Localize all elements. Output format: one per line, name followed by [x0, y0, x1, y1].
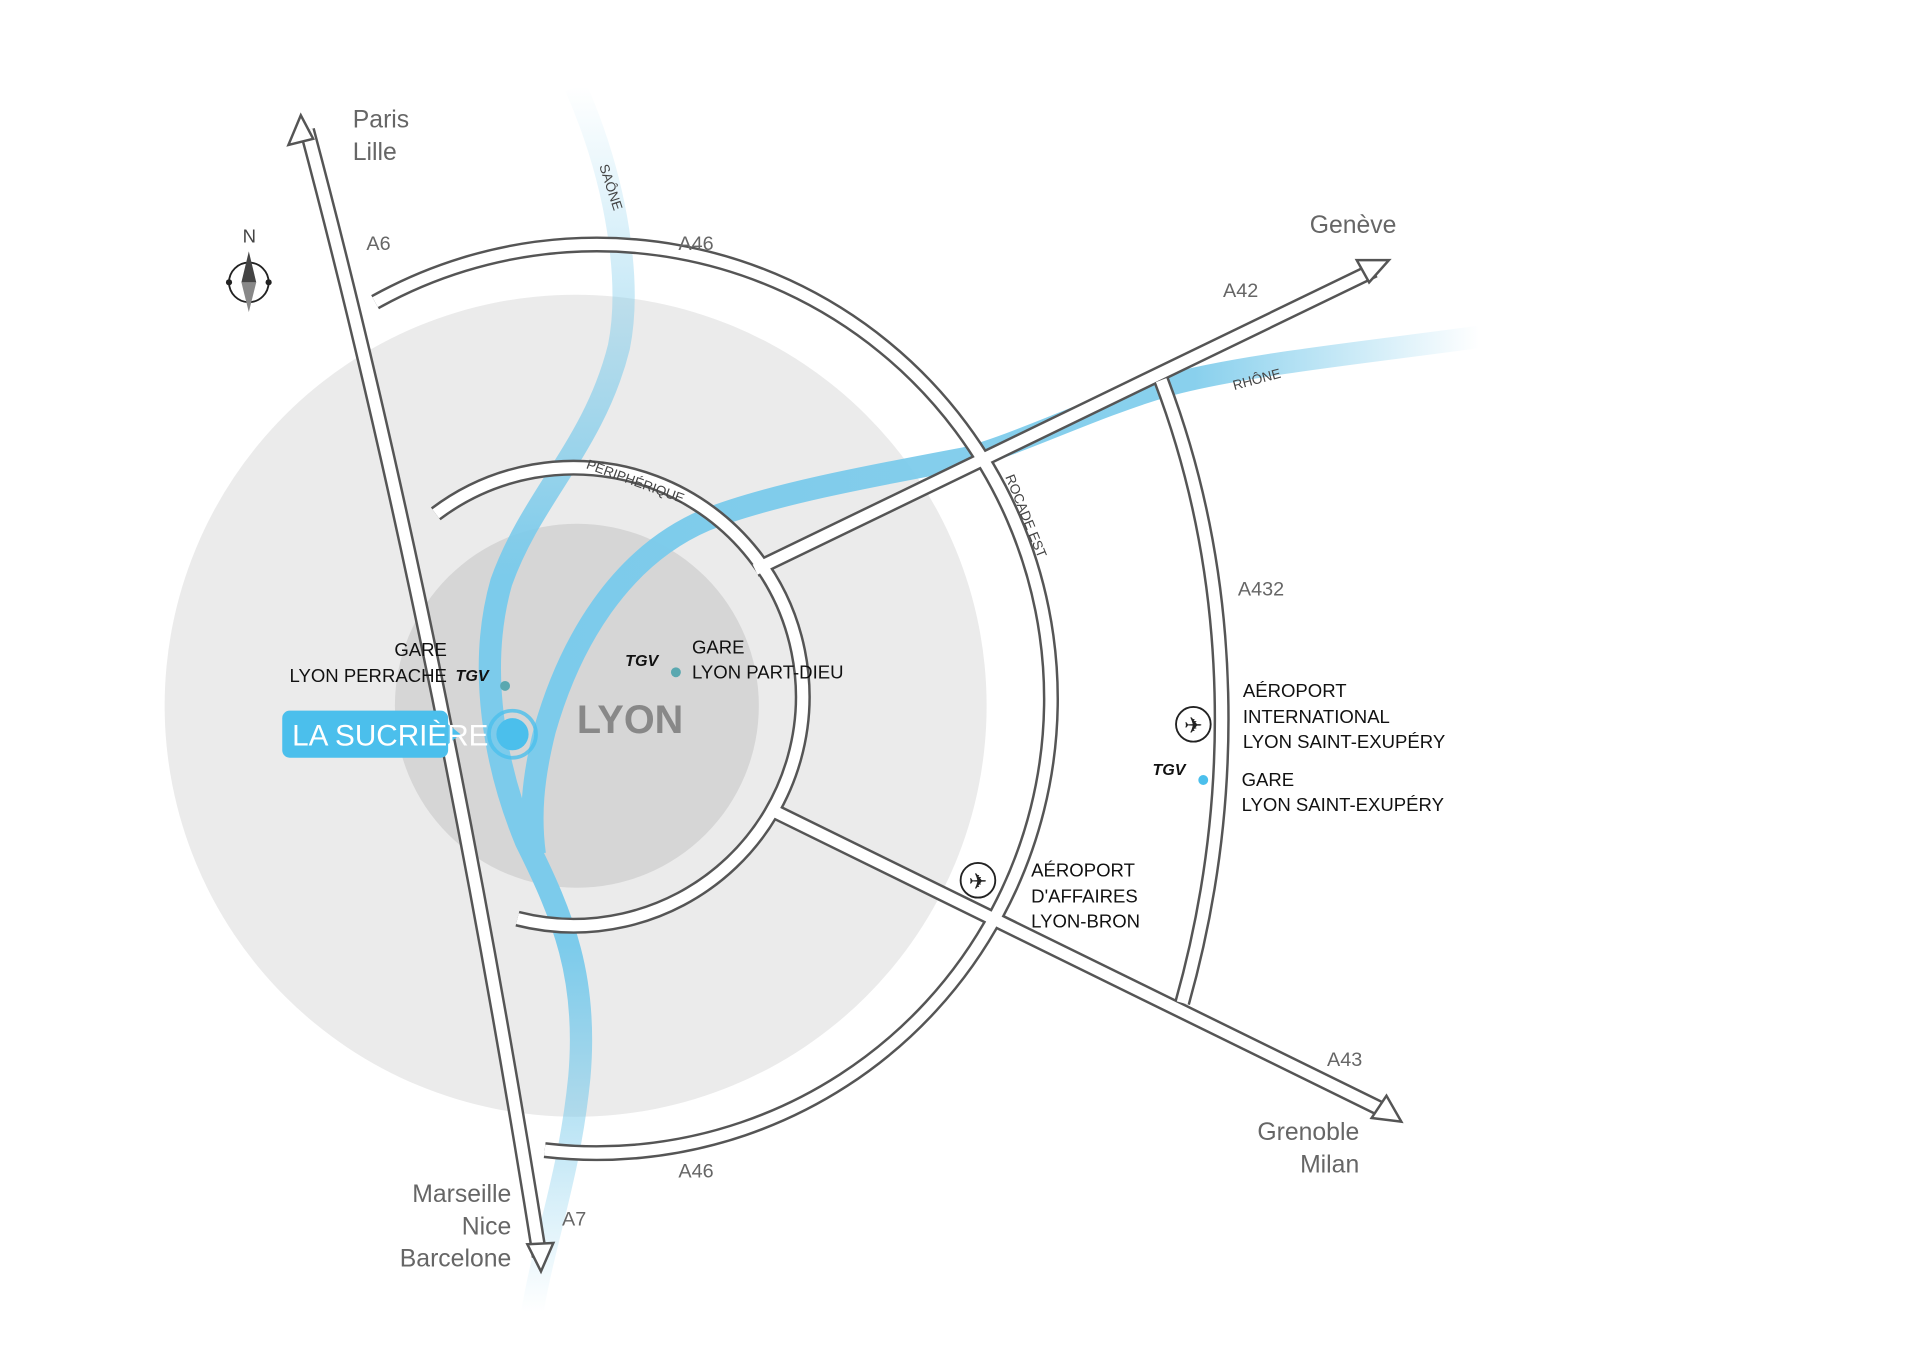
- road-a432: A432: [1238, 579, 1284, 601]
- road-a46-bottom: A46: [678, 1160, 713, 1182]
- la-sucriere-marker[interactable]: LA SUCRIÈRE: [282, 708, 538, 760]
- rhone-river: [521, 325, 1481, 856]
- svg-text:LYON SAINT-EXUPÉRY: LYON SAINT-EXUPÉRY: [1242, 794, 1444, 815]
- city-geneve: Genève: [1310, 212, 1397, 239]
- airport-st-exupery: ✈ AÉROPORT INTERNATIONAL LYON SAINT-EXUP…: [1175, 680, 1445, 752]
- airplane-icon: ✈: [1184, 713, 1203, 739]
- la-sucriere-label: LA SUCRIÈRE: [292, 719, 488, 752]
- city-nice: Nice: [462, 1213, 512, 1240]
- arrow-north: [286, 112, 316, 147]
- arrow-geneva: [1354, 258, 1392, 285]
- tgv-logo: TGV: [625, 652, 659, 670]
- svg-text:D'AFFAIRES: D'AFFAIRES: [1031, 886, 1138, 907]
- svg-text:LYON-BRON: LYON-BRON: [1031, 910, 1140, 931]
- road-a42: A42: [1223, 280, 1258, 302]
- road-a46-top: A46: [678, 233, 713, 255]
- city-barcelone: Barcelone: [400, 1246, 511, 1273]
- compass-north-label: N: [243, 226, 256, 247]
- city-lille: Lille: [353, 139, 397, 166]
- station-part-dieu: TGV GARE LYON PART-DIEU: [625, 637, 843, 683]
- svg-text:AÉROPORT: AÉROPORT: [1031, 860, 1135, 881]
- arrow-south: [525, 1241, 556, 1275]
- city-milan: Milan: [1300, 1151, 1359, 1178]
- svg-text:INTERNATIONAL: INTERNATIONAL: [1243, 706, 1390, 727]
- compass-needle-icon: [241, 251, 257, 283]
- city-lyon-label: LYON: [577, 698, 683, 742]
- city-grenoble: Grenoble: [1257, 1119, 1359, 1146]
- city-marseille: Marseille: [412, 1181, 511, 1208]
- road-network: [286, 112, 1404, 1275]
- airplane-icon: ✈: [969, 869, 988, 895]
- saone-river: [478, 82, 635, 1315]
- road-a7: A7: [562, 1209, 586, 1231]
- arrow-grenoble: [1369, 1093, 1404, 1124]
- svg-text:LYON SAINT-EXUPÉRY: LYON SAINT-EXUPÉRY: [1243, 731, 1445, 752]
- svg-text:GARE: GARE: [1242, 769, 1295, 790]
- svg-text:GARE: GARE: [394, 639, 447, 660]
- svg-text:LYON PERRACHE: LYON PERRACHE: [290, 665, 447, 686]
- airport-bron: ✈ AÉROPORT D'AFFAIRES LYON-BRON: [959, 860, 1140, 931]
- city-paris: Paris: [353, 107, 409, 134]
- tgv-logo: TGV: [456, 667, 490, 685]
- station-perrache: GARE LYON PERRACHE TGV: [290, 639, 511, 691]
- svg-text:LYON PART-DIEU: LYON PART-DIEU: [692, 662, 844, 683]
- svg-text:AÉROPORT: AÉROPORT: [1243, 680, 1347, 701]
- svg-text:GARE: GARE: [692, 637, 745, 658]
- road-a43: A43: [1327, 1049, 1362, 1071]
- road-a6: A6: [366, 233, 390, 255]
- station-st-exupery: TGV GARE LYON SAINT-EXUPÉRY: [1152, 761, 1443, 815]
- compass: N: [225, 226, 272, 313]
- tgv-logo: TGV: [1152, 761, 1186, 779]
